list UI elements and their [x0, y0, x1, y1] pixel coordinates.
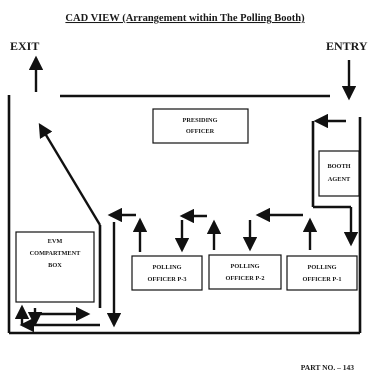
evm-line-2: COMPARTMENT: [30, 250, 82, 257]
polling-officer-p1-line-2: OFFICER P-1: [302, 276, 341, 283]
diagram-title: CAD VIEW (Arrangement within The Polling…: [65, 13, 305, 24]
polling-officer-p3-line-1: POLLING: [152, 264, 181, 271]
exit-label: EXIT: [10, 39, 39, 53]
evm-compartment-box: EVM COMPARTMENT BOX: [15, 231, 95, 303]
evm-line-1: EVM: [48, 238, 63, 245]
flow-entry-to-agent: [311, 113, 359, 247]
entry-label: ENTRY: [326, 39, 368, 53]
presiding-officer-box: PRESIDING OFFICER: [152, 108, 249, 144]
presiding-officer-line-1: PRESIDING: [183, 117, 218, 124]
polling-officer-p1-line-1: POLLING: [307, 264, 336, 271]
polling-officer-p1-box: POLLING OFFICER P-1: [286, 255, 358, 291]
polling-officer-p2-box: POLLING OFFICER P-2: [208, 254, 282, 290]
flow-p1-to-p2: [242, 207, 318, 252]
polling-officer-p3-box: POLLING OFFICER P-3: [131, 255, 203, 291]
polling-officer-p2-line-1: POLLING: [230, 263, 259, 270]
booth-agent-line-2: AGENT: [328, 176, 351, 183]
polling-officer-p2-line-2: OFFICER P-2: [225, 275, 264, 282]
presiding-officer-line-2: OFFICER: [186, 128, 215, 135]
booth-agent-line-1: BOOTH: [327, 163, 350, 170]
flow-p3-to-evm: [106, 207, 148, 328]
flow-p2-to-p3: [174, 208, 222, 253]
flow-evm-to-exit: [14, 122, 102, 333]
polling-officer-p3-line-2: OFFICER P-3: [147, 276, 186, 283]
booth-agent-box: BOOTH AGENT: [318, 150, 360, 197]
part-number: PART NO. – 143: [301, 363, 354, 372]
evm-line-3: BOX: [48, 262, 62, 269]
